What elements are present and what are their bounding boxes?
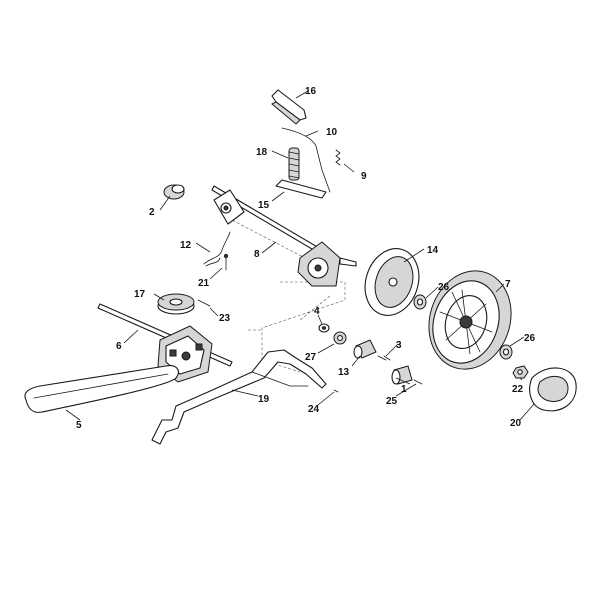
part-8-axle xyxy=(211,185,357,287)
part-19-adjust-rod xyxy=(151,349,327,445)
part-27-washer xyxy=(333,331,347,345)
part-6-drive-shaft xyxy=(97,303,233,383)
part-26-washer-lower xyxy=(499,344,513,360)
callout-7: 7 xyxy=(505,279,511,290)
part-25-pin xyxy=(413,379,423,385)
callout-6: 6 xyxy=(116,341,122,352)
part-18-spring xyxy=(288,147,300,181)
part-13-pinion xyxy=(353,339,377,359)
part-5-belt xyxy=(24,365,179,413)
callout-1: 1 xyxy=(401,384,407,395)
part-1-gear xyxy=(391,365,413,385)
callout-26-upper: 26 xyxy=(438,282,450,293)
part-10-wire-rod xyxy=(281,127,331,193)
callout-26-lower: 26 xyxy=(524,333,536,344)
part-3-pin xyxy=(377,355,391,361)
part-12-spring-wire xyxy=(203,231,231,267)
callout-22: 22 xyxy=(512,384,524,395)
callout-17: 17 xyxy=(134,289,146,300)
part-15-lever-bar xyxy=(275,179,327,199)
part-22-nut xyxy=(512,365,529,379)
callout-14: 14 xyxy=(427,245,439,256)
callout-13: 13 xyxy=(338,367,350,378)
callout-8: 8 xyxy=(254,249,260,260)
part-7-wheel xyxy=(428,270,512,370)
part-14-hubcap xyxy=(364,248,420,316)
assembly-guide-lines xyxy=(227,217,346,373)
part-2-bushing xyxy=(163,184,185,200)
callout-19: 19 xyxy=(258,394,270,405)
callout-labels: 16 10 18 9 15 2 8 12 21 14 26 7 17 23 6 … xyxy=(76,86,536,431)
part-23-key xyxy=(197,299,211,307)
callout-12: 12 xyxy=(180,240,192,251)
callout-23: 23 xyxy=(219,313,231,324)
part-9-small-spring xyxy=(335,149,341,166)
part-24-pin xyxy=(333,389,339,393)
callout-9: 9 xyxy=(361,171,367,182)
callout-16: 16 xyxy=(305,86,317,97)
callout-15: 15 xyxy=(258,200,270,211)
callout-5: 5 xyxy=(76,420,82,431)
callout-2: 2 xyxy=(149,207,155,218)
callout-21: 21 xyxy=(198,278,210,289)
leader-lines xyxy=(65,90,535,421)
part-20-wheel-cover xyxy=(529,367,577,412)
callout-18: 18 xyxy=(256,147,268,158)
callout-24: 24 xyxy=(308,404,320,415)
part-21-pin xyxy=(223,253,229,271)
callout-4: 4 xyxy=(314,306,320,317)
callout-10: 10 xyxy=(326,127,338,138)
callout-3: 3 xyxy=(396,340,402,351)
part-17-pulley xyxy=(157,293,195,315)
part-26-washer-upper xyxy=(413,294,427,310)
callout-20: 20 xyxy=(510,418,522,429)
callout-25: 25 xyxy=(386,396,398,407)
part-16-lever-bracket xyxy=(271,89,307,125)
callout-27: 27 xyxy=(305,352,317,363)
part-4-washer xyxy=(318,323,330,333)
